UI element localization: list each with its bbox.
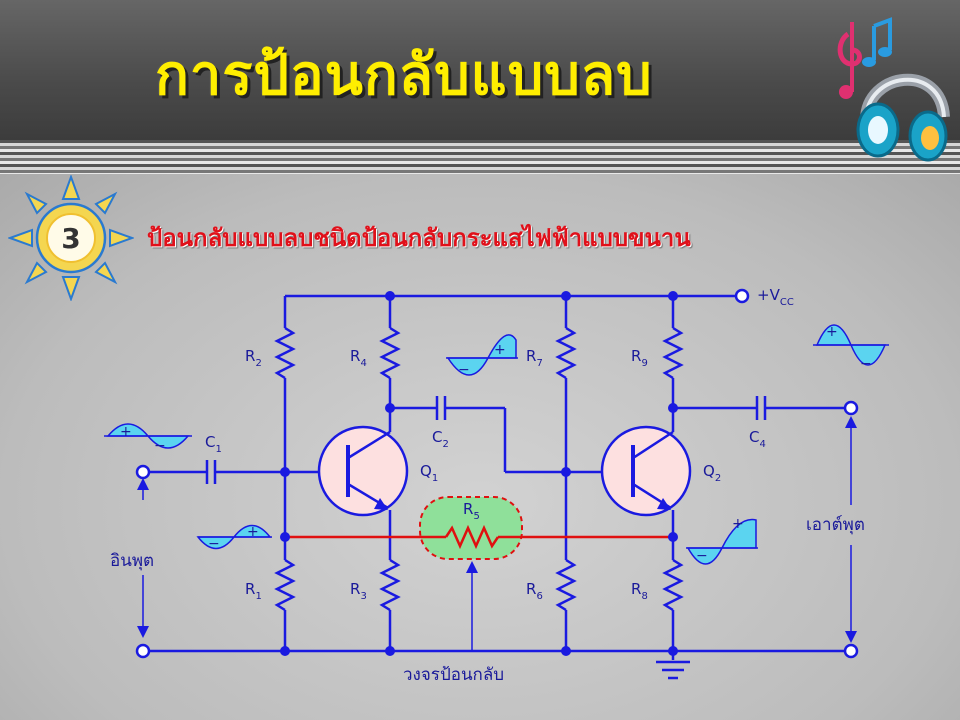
label-r5: R5 xyxy=(463,500,480,522)
svg-text:+: + xyxy=(732,516,744,532)
slide-subtitle: ป้อนกลับแบบลบชนิดป้อนกลับกระแสไฟฟ้าแบบขน… xyxy=(147,224,691,252)
svg-text:+: + xyxy=(247,524,259,540)
label-r8: R8 xyxy=(631,580,648,602)
transistor-q1 xyxy=(317,425,409,517)
svg-text:+: + xyxy=(826,324,838,340)
svg-text:−: − xyxy=(860,356,872,372)
component-labels: +VCC R2 R4 R7 R9 C1 C2 C4 Q1 Q2 R5 R1 R3… xyxy=(110,286,865,685)
label-r6: R6 xyxy=(526,580,543,602)
header-stripes xyxy=(0,140,960,174)
label-r4: R4 xyxy=(350,347,367,369)
content-background xyxy=(0,174,960,720)
feedback-highlight xyxy=(419,496,523,560)
feedback-wire xyxy=(285,524,673,550)
label-r2: R2 xyxy=(245,347,262,369)
label-c2: C2 xyxy=(432,428,449,450)
svg-text:−: − xyxy=(458,362,470,378)
io-arrows xyxy=(137,416,857,650)
svg-text:+: + xyxy=(494,342,506,358)
label-r9: R9 xyxy=(631,347,648,369)
svg-text:+: + xyxy=(120,424,132,440)
waveform-input: + − xyxy=(104,423,192,454)
label-c4: C4 xyxy=(749,428,766,450)
slide-title: การป้อนกลับแบบลบ xyxy=(155,43,653,108)
label-q2: Q2 xyxy=(703,462,721,484)
waveform-collector-q1: − + xyxy=(446,334,518,378)
label-q1: Q1 xyxy=(420,462,438,484)
terminals xyxy=(135,288,859,659)
output-label: เอาต์พุต xyxy=(806,515,865,535)
waveform-base-feedback: − + xyxy=(196,524,272,552)
label-r7: R7 xyxy=(526,347,543,369)
sun-badge-icon: 3 xyxy=(8,175,134,301)
header-bar xyxy=(0,0,960,140)
input-label: อินพุต xyxy=(110,551,154,571)
feedback-label: วงจรป้อนกลับ xyxy=(403,665,504,685)
step-number: 3 xyxy=(61,222,80,255)
svg-text:−: − xyxy=(154,438,166,454)
supply-label: +VCC xyxy=(757,286,794,308)
svg-text:−: − xyxy=(696,548,708,564)
music-notes-headphones-icon xyxy=(837,17,950,162)
svg-text:−: − xyxy=(208,536,220,552)
waveform-output: + − xyxy=(813,324,889,372)
label-c1: C1 xyxy=(205,433,222,455)
label-r3: R3 xyxy=(350,580,367,602)
label-r1: R1 xyxy=(245,580,262,602)
transistor-q2 xyxy=(600,425,692,517)
junction-dots xyxy=(280,291,678,656)
waveform-emitter-q2: − + xyxy=(686,516,758,565)
